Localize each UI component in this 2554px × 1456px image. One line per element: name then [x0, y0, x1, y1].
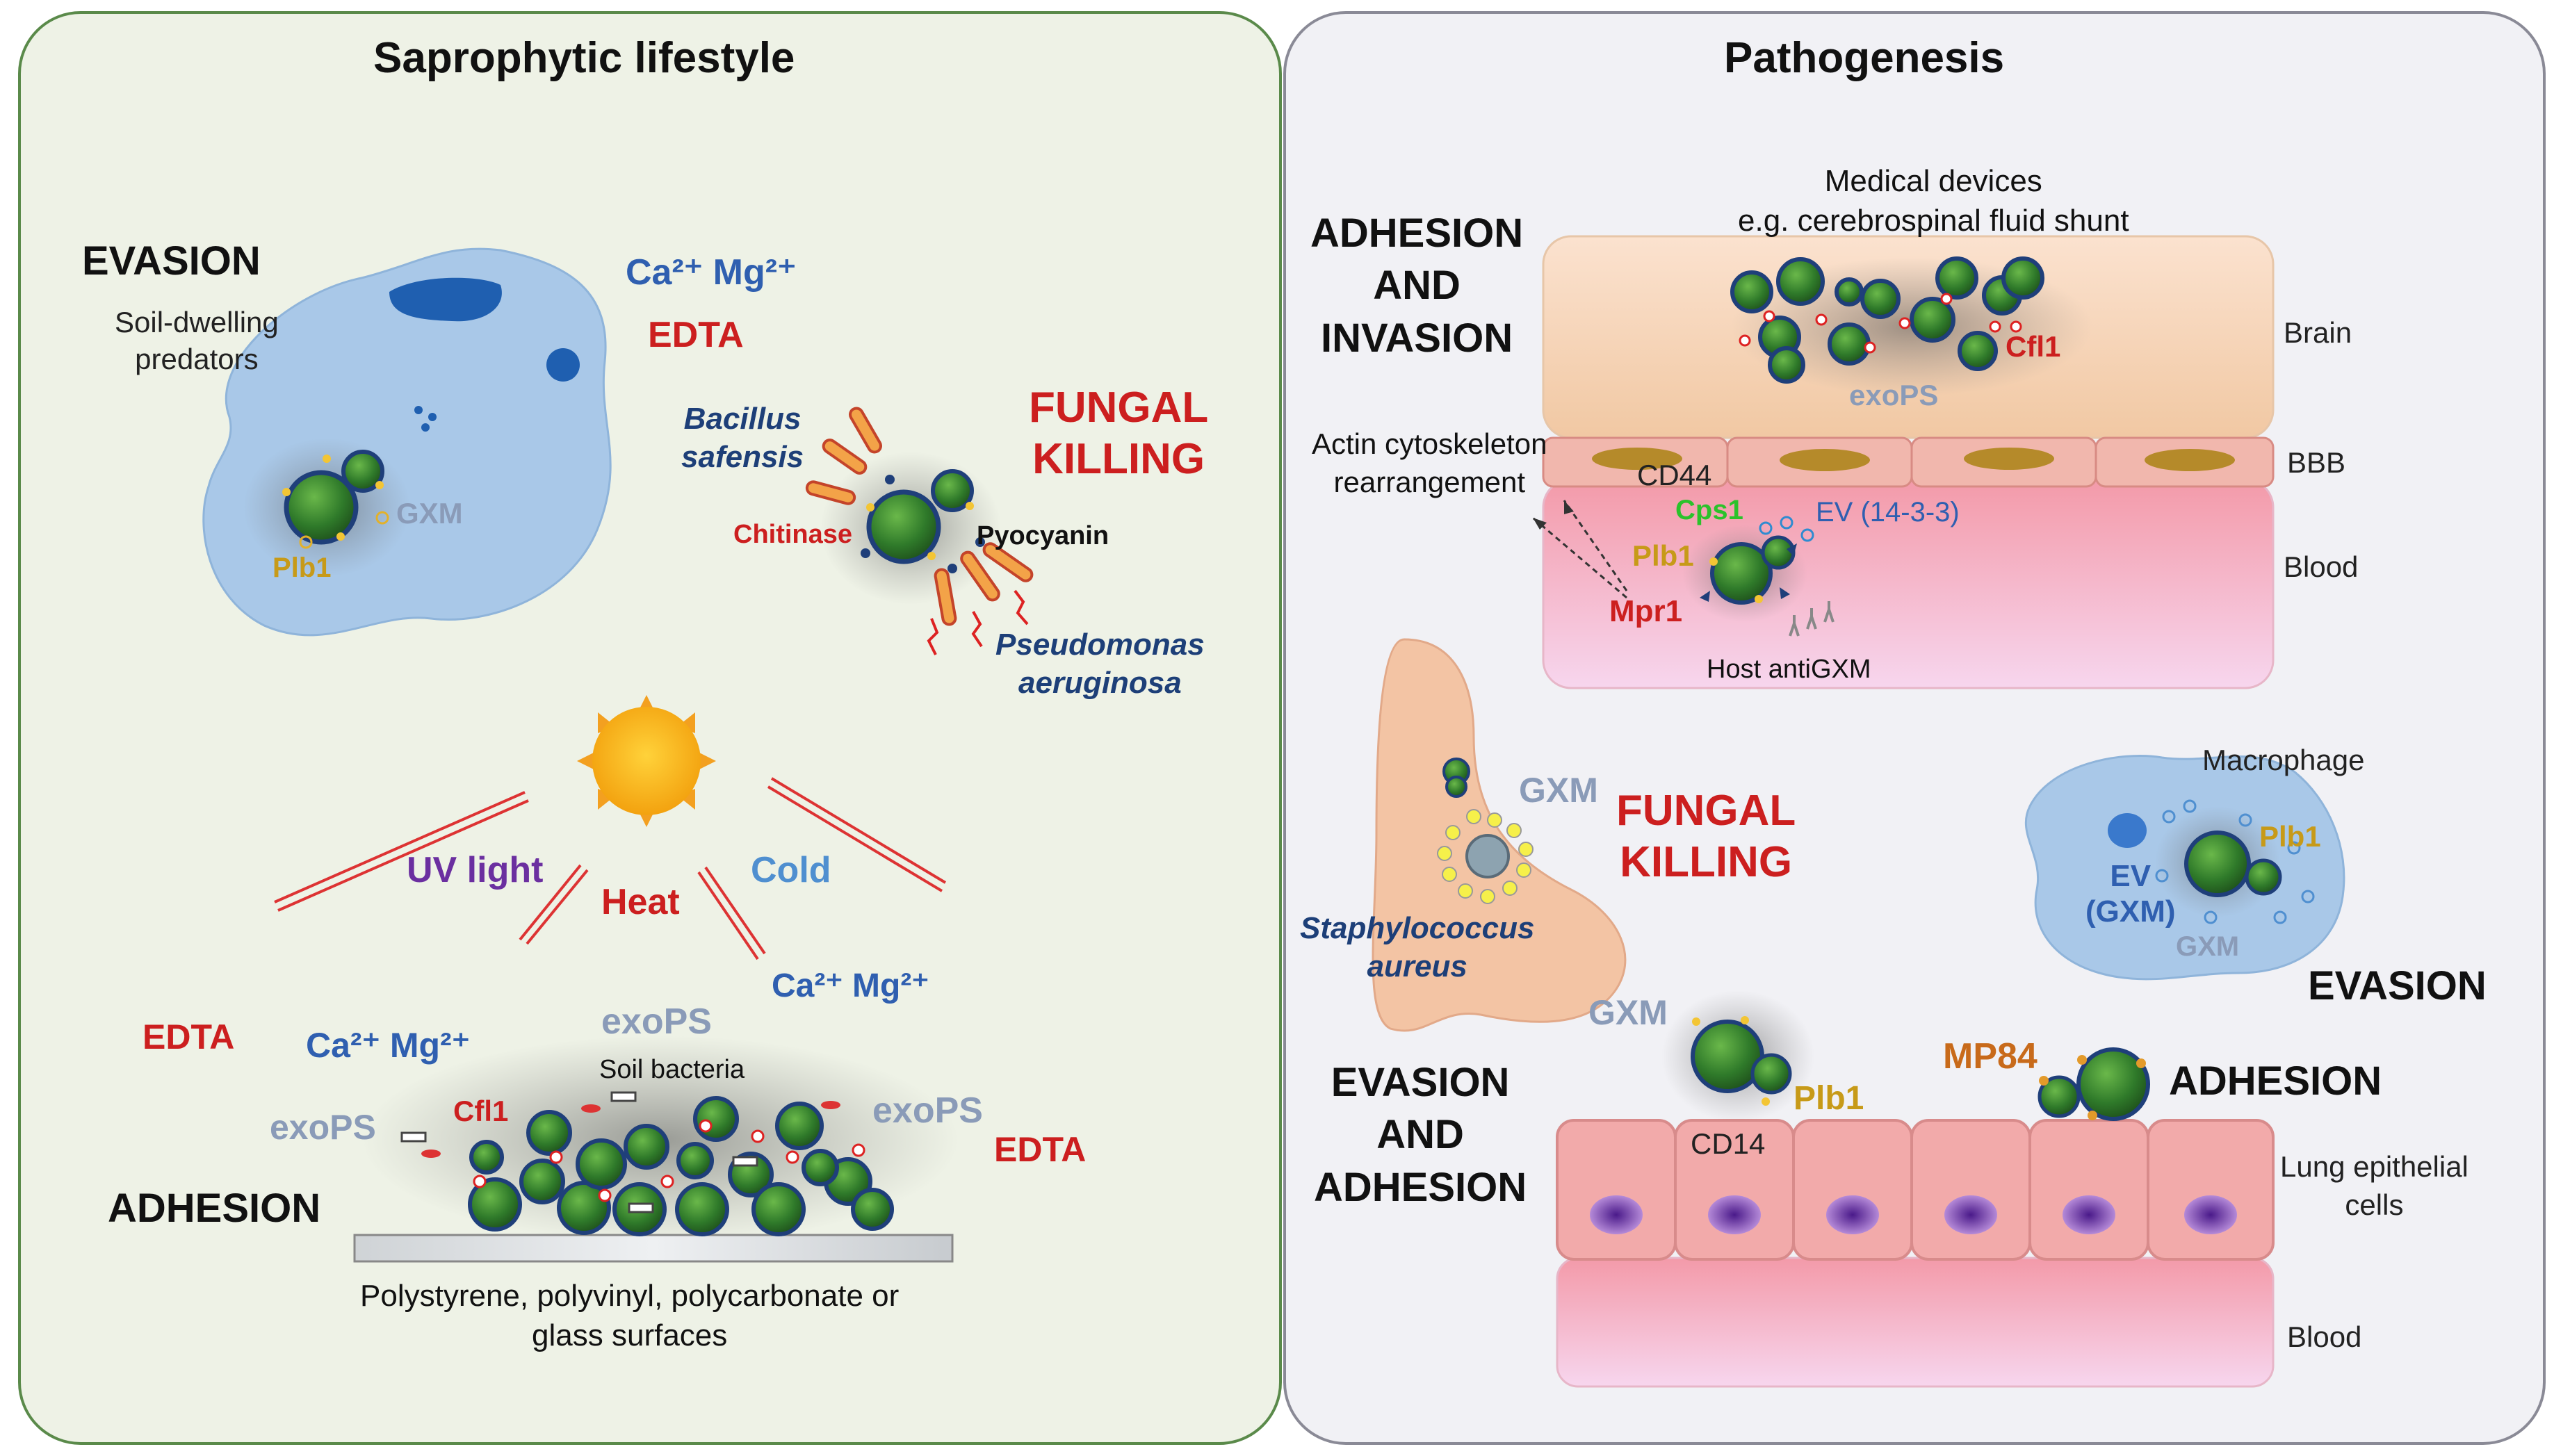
pyocyanin-label: Pyocyanin: [977, 521, 1109, 550]
cfl1-label: Cfl1: [453, 1095, 509, 1127]
plb1-lung-label: Plb1: [1794, 1080, 1864, 1117]
exops-brain-label: exoPS: [1849, 379, 1939, 411]
ions-label-left: Ca²⁺ Mg²⁺: [306, 1026, 471, 1065]
epithelial-cells: [1556, 1119, 2275, 1261]
fungal-killing-right-label: FUNGAL KILLING: [1616, 787, 1796, 887]
cd14-label: CD14: [1691, 1127, 1766, 1160]
plb1-blood-label: Plb1: [1632, 539, 1694, 572]
brain-label: Brain: [2284, 316, 2352, 349]
cold-label: Cold: [751, 850, 831, 890]
exops-label-top: exoPS: [601, 1001, 712, 1042]
host-antigxm-label: Host antiGXM: [1707, 655, 1871, 684]
surfaces-label: Polystyrene, polyvinyl, polycarbonate or…: [360, 1279, 900, 1353]
uv-light-label: UV light: [407, 850, 544, 890]
cryptococcus-cell: [866, 489, 941, 564]
actin-label: Actin cytoskeleton rearrangement: [1312, 427, 1547, 498]
bacillus-label: Bacillus safensis: [681, 402, 804, 474]
evasion-heading-right: EVASION: [2308, 963, 2487, 1008]
pseudomonas-label: Pseudomonas aeruginosa: [995, 628, 1205, 700]
macrophage-label: Macrophage: [2202, 744, 2365, 776]
adhesion-heading-right: ADHESION: [2169, 1058, 2382, 1104]
cfl1-brain-label: Cfl1: [2006, 330, 2061, 363]
edta-label-top: EDTA: [648, 315, 744, 355]
gxm-nose-label: GXM: [1519, 771, 1598, 810]
plb1-mac-label: Plb1: [2259, 820, 2321, 853]
exops-label-right: exoPS: [872, 1090, 983, 1131]
predators-label: Soil-dwelling predators: [115, 306, 279, 375]
ions-label-right: Ca²⁺ Mg²⁺: [772, 967, 929, 1004]
staph-label: Staphylococcus aureus: [1300, 911, 1535, 983]
ev-1433-label: EV (14-3-3): [1816, 497, 1960, 527]
plb1-label: Plb1: [273, 553, 332, 583]
mpr1-label: Mpr1: [1609, 594, 1683, 628]
cryptococcus-cell: [284, 470, 359, 545]
edta-label-left: EDTA: [143, 1017, 235, 1056]
blood-vessel-bottom: [1556, 1257, 2275, 1388]
cps1-label: Cps1: [1675, 495, 1743, 525]
heat-label: Heat: [601, 882, 680, 922]
evasion-adhesion-heading: EVASION AND ADHESION: [1314, 1060, 1527, 1210]
amoeba-nucleus: [389, 277, 502, 322]
surface-bar: [353, 1234, 954, 1263]
lung-cells-label: Lung epithelial cells: [2280, 1150, 2468, 1221]
bbb-layer: [1542, 436, 2275, 488]
fungal-killing-label: FUNGAL KILLING: [1029, 384, 1209, 484]
exops-label-left: exoPS: [270, 1108, 376, 1147]
mp84-label: MP84: [1943, 1036, 2037, 1077]
staph-ring: [1437, 809, 1534, 904]
blood-label-top: Blood: [2284, 550, 2359, 583]
cd44-label: CD44: [1637, 459, 1712, 491]
bbb-label: BBB: [2287, 446, 2346, 479]
gxm-lung-label: GXM: [1588, 993, 1668, 1032]
ions-label-top: Ca²⁺ Mg²⁺: [626, 252, 797, 293]
blood-label-bottom: Blood: [2287, 1320, 2362, 1353]
evasion-heading: EVASION: [82, 238, 261, 284]
edta-label-right: EDTA: [994, 1130, 1087, 1169]
nose-shape: [1372, 638, 1627, 1032]
adhesion-invasion-heading: ADHESION AND INVASION: [1310, 211, 1524, 361]
left-panel-title: Saprophytic lifestyle: [373, 34, 795, 82]
adhesion-heading-left: ADHESION: [108, 1186, 321, 1231]
cryptococcus-cell: [1710, 542, 1773, 605]
medical-devices-label: Medical devices e.g. cerebrospinal fluid…: [1738, 164, 2129, 238]
chitinase-label: Chitinase: [733, 520, 853, 549]
right-panel-title: Pathogenesis: [1724, 34, 2005, 82]
ev-gxm-label: EV (GXM): [2085, 859, 2176, 929]
sun-icon: [577, 695, 716, 827]
gxm-label: GXM: [396, 497, 463, 530]
gxm-mac-label: GXM: [2176, 931, 2240, 962]
soil-bacteria-label: Soil bacteria: [599, 1055, 745, 1084]
